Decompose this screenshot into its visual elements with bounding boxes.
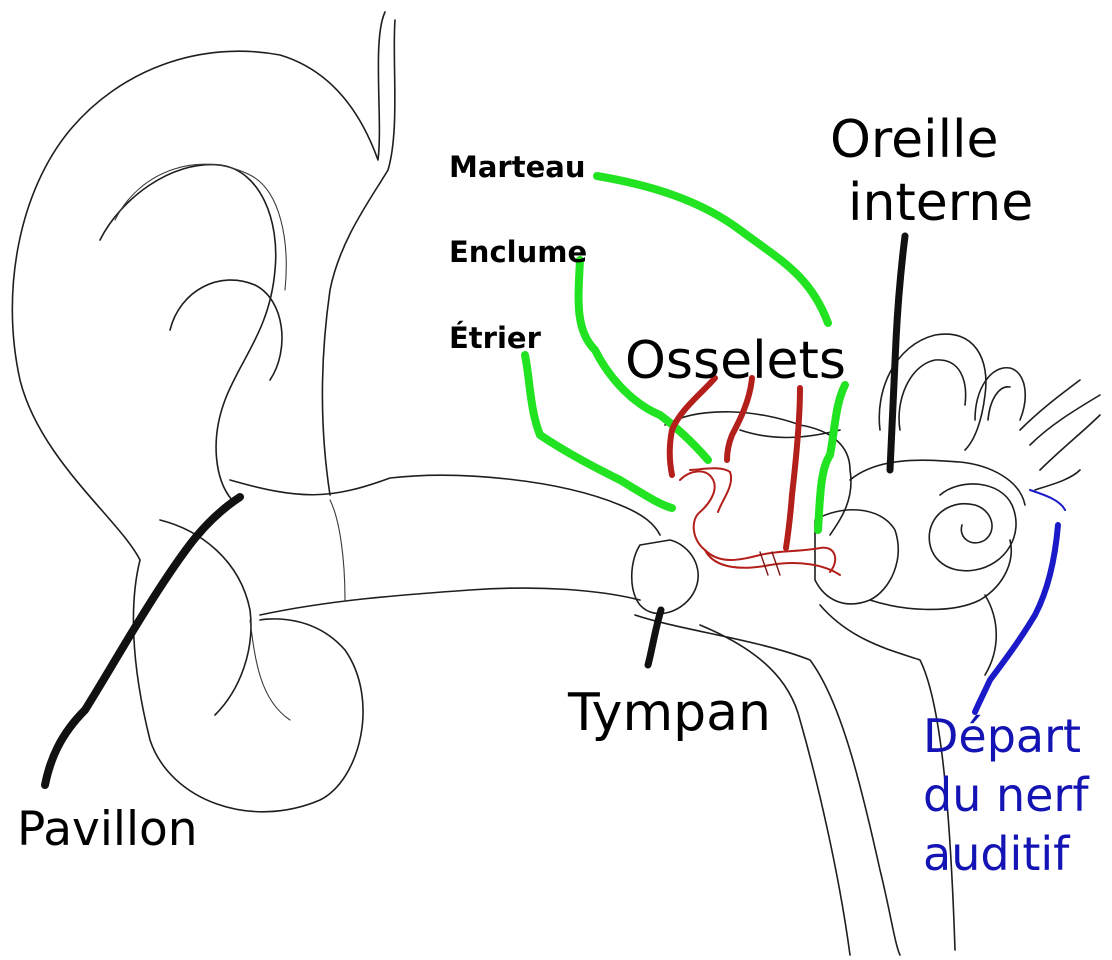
leader-enclume (574, 256, 712, 464)
label-osselets: Osselets (625, 331, 846, 391)
leader-nerf (972, 522, 1061, 715)
label-etrier: Étrier (449, 321, 542, 355)
leader-etrier (521, 351, 676, 512)
leader-osselets-red-2 (724, 375, 755, 463)
ossicles-drawing (679, 467, 841, 576)
leader-marteau (593, 172, 832, 327)
leader-oreille-interne (886, 232, 909, 474)
outer-ear-drawing (11, 11, 396, 813)
leader-pavillon (41, 493, 244, 789)
label-nerf-1: Départ (923, 709, 1081, 763)
label-nerf-3: auditif (923, 827, 1071, 881)
label-tympan: Tympan (567, 683, 771, 743)
label-marteau: Marteau (449, 150, 585, 184)
leader-osselets-red-3 (783, 385, 803, 551)
leader-lines (41, 172, 1061, 789)
text-labels: Marteau Enclume Étrier Osselets Oreille … (17, 110, 1090, 881)
ear-canal-drawing (229, 474, 901, 956)
leader-osselets-green (814, 381, 849, 534)
label-oreille-interne-2: interne (848, 173, 1033, 233)
inner-ear-drawing (819, 333, 1101, 951)
label-oreille-interne-1: Oreille (830, 110, 999, 170)
label-pavillon: Pavillon (17, 802, 198, 857)
middle-ear-drawing (630, 411, 899, 615)
leader-tympan (644, 606, 665, 669)
leader-osselets-red-1 (666, 375, 718, 478)
label-nerf-2: du nerf (923, 768, 1090, 822)
label-enclume: Enclume (449, 235, 587, 269)
